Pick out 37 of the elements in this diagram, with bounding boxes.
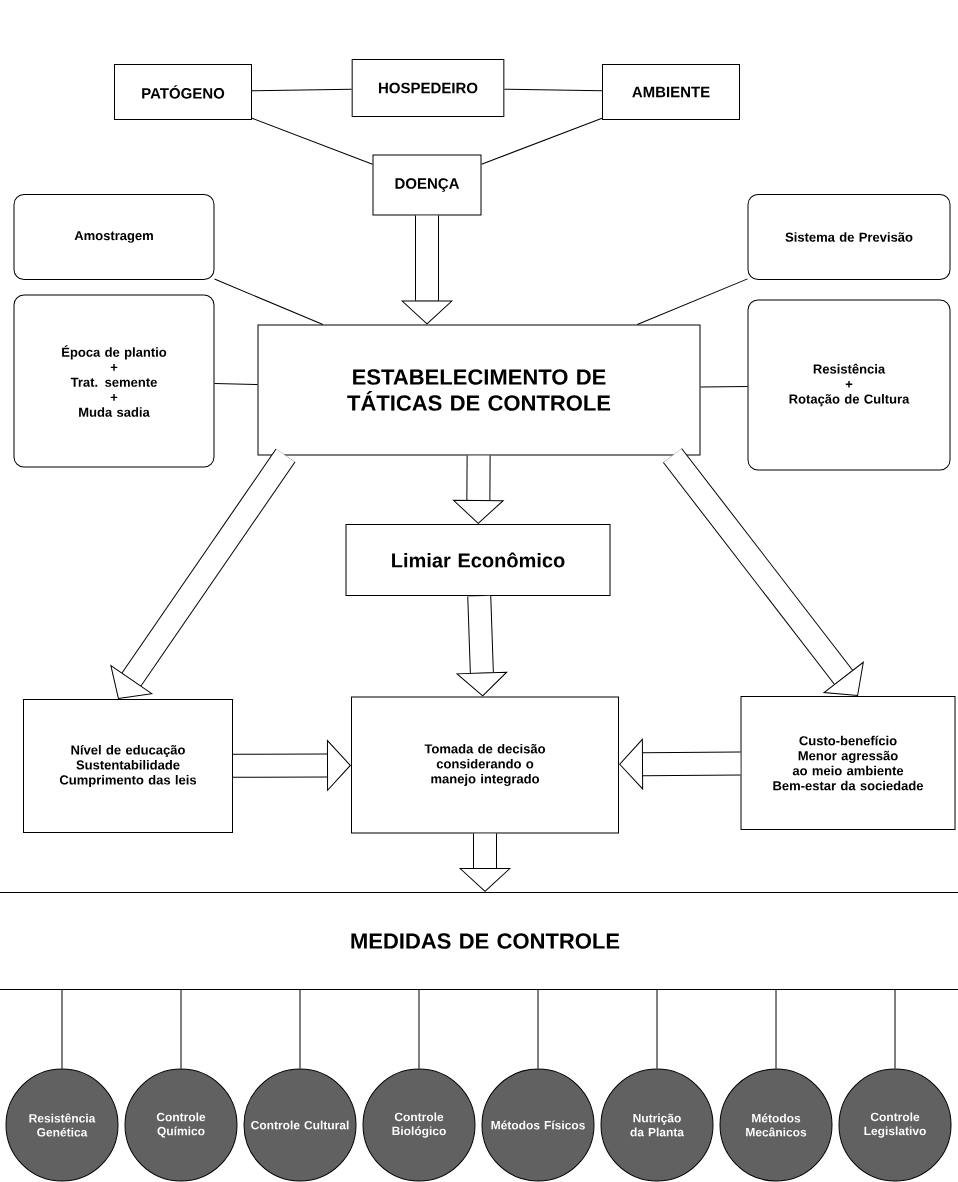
connector-line <box>700 385 748 388</box>
connector-line <box>894 989 896 1069</box>
connector-line <box>775 989 777 1069</box>
connector-line <box>251 117 373 165</box>
process-box: Nível de educação Sustentabilidade Cumprimento das leis <box>23 699 233 833</box>
rounded-box: Resistência + Rotação de Cultura <box>747 299 951 471</box>
rounded-box: Amostragem <box>13 194 215 280</box>
block-arrow <box>456 595 508 697</box>
process-box: DOENÇA <box>372 154 482 216</box>
block-arrow <box>619 738 741 790</box>
block-arrow <box>663 448 864 696</box>
connector-line <box>61 989 63 1069</box>
process-box: PATÓGENO <box>114 64 252 120</box>
connector-line <box>503 88 603 92</box>
block-arrow <box>453 455 504 524</box>
block-arrow <box>459 833 511 892</box>
connector-line <box>656 989 658 1069</box>
block-arrow <box>233 740 351 791</box>
connector-line <box>251 88 353 92</box>
process-box: Tomada de decisão considerando o manejo integrado <box>351 696 619 834</box>
connector-line <box>636 278 748 325</box>
rounded-box: Época de plantio + Trat. semente + Muda sadia <box>13 294 215 468</box>
connector-line <box>180 989 182 1069</box>
block-arrow <box>401 215 453 325</box>
connector-line <box>481 117 603 165</box>
connector-line <box>214 383 258 386</box>
control-band: MEDIDAS DE CONTROLE <box>0 892 958 990</box>
connector-line <box>418 989 420 1069</box>
connector-line <box>299 989 301 1069</box>
process-box: Custo-benefício Menor agressão ao meio ambiente Bem-estar da sociedade <box>740 696 956 830</box>
process-box: ESTABELECIMENTO DE TÁTICAS DE CONTROLE <box>257 324 701 456</box>
process-box: HOSPEDEIRO <box>351 59 505 117</box>
connector-line <box>537 989 539 1069</box>
connector-line <box>214 278 324 325</box>
block-arrow <box>110 448 296 699</box>
process-box: AMBIENTE <box>602 64 740 120</box>
rounded-box: Sistema de Previsão <box>747 194 951 280</box>
